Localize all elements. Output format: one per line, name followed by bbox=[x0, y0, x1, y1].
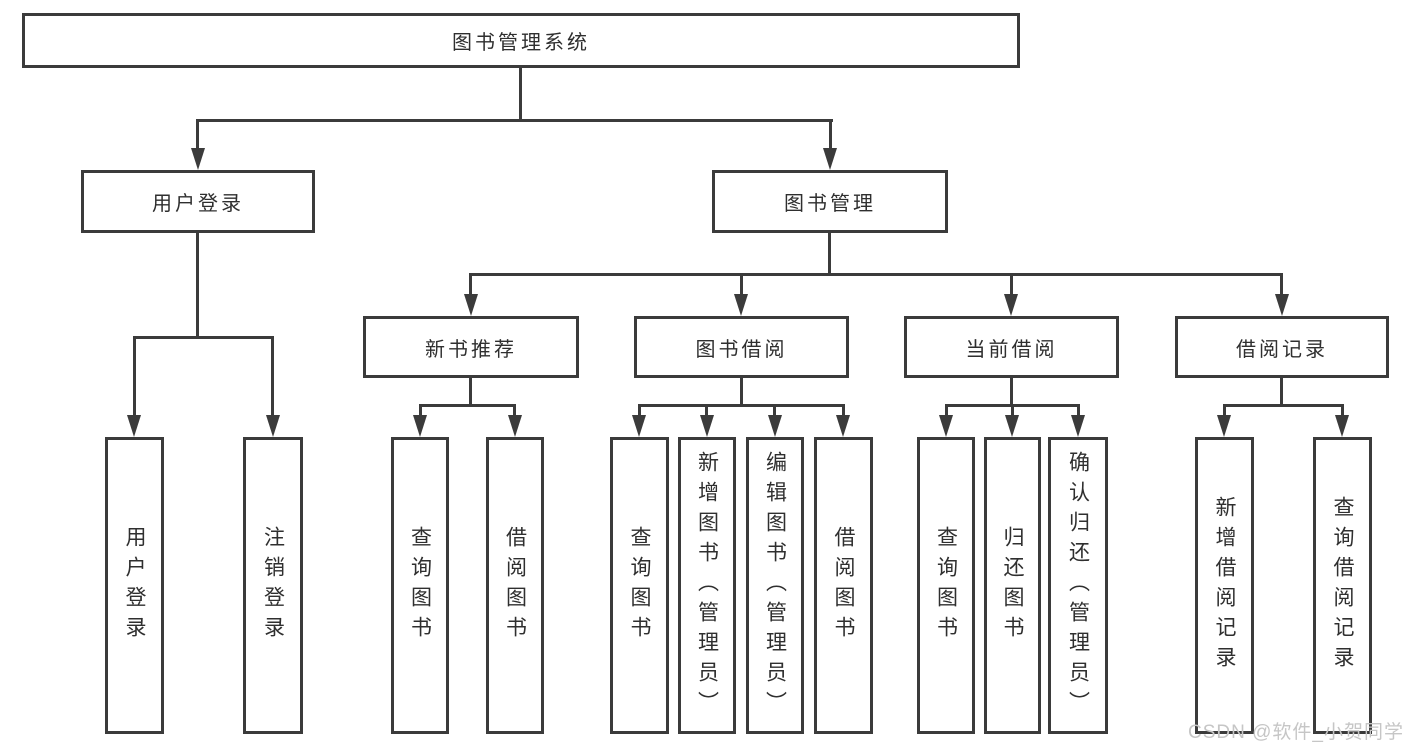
leaf-query-books-borrow: 查询图书 bbox=[610, 437, 669, 734]
arrow-to-user-login bbox=[191, 148, 205, 170]
connector-stem-book-borrow bbox=[740, 273, 743, 298]
leaf-return-books: 归还图书 bbox=[984, 437, 1041, 734]
arrow-to-leaf bbox=[939, 415, 953, 437]
arrow-to-leaf bbox=[1005, 415, 1019, 437]
connector-stem-borrow-records bbox=[1280, 273, 1283, 298]
connector-borrow-records-split bbox=[1223, 404, 1344, 407]
connector-stem bbox=[1011, 404, 1014, 418]
leaf-borrow-books: 借阅图书 bbox=[814, 437, 873, 734]
leaf-user-login: 用户登录 bbox=[105, 437, 164, 734]
leaf-confirm-return-admin: 确认归还（管理员） bbox=[1048, 437, 1108, 734]
leaf-label: 借阅图书 bbox=[832, 525, 855, 646]
node-library-management-system: 图书管理系统 bbox=[22, 13, 1020, 68]
connector-user-login-trunk bbox=[196, 232, 199, 338]
connector-stem bbox=[513, 404, 516, 418]
arrow-to-new-books bbox=[464, 294, 478, 316]
connector-stem bbox=[842, 404, 845, 418]
node-current-borrowing: 当前借阅 bbox=[904, 316, 1119, 378]
leaf-query-books-newbooks: 查询图书 bbox=[391, 437, 449, 734]
csdn-watermark: CSDN @软件_小贺同学 bbox=[1188, 722, 1404, 743]
leaf-borrow-books-newbooks: 借阅图书 bbox=[486, 437, 544, 734]
node-user-login: 用户登录 bbox=[81, 170, 315, 233]
arrow-to-leaf bbox=[508, 415, 522, 437]
node-label: 图书管理 bbox=[784, 193, 876, 215]
connector-stem bbox=[1341, 404, 1344, 418]
connector-stem-leaf-user-login bbox=[133, 336, 136, 417]
leaf-query-books-current: 查询图书 bbox=[917, 437, 975, 734]
leaf-label: 用户登录 bbox=[123, 525, 146, 646]
connector-stem bbox=[945, 404, 948, 418]
arrow-to-book-management bbox=[823, 148, 837, 170]
connector-stem-new-books bbox=[469, 273, 472, 298]
connector-book-management-split bbox=[469, 273, 1283, 276]
arrow-to-leaf bbox=[836, 415, 850, 437]
arrow-to-leaf bbox=[1335, 415, 1349, 437]
leaf-label: 注销登录 bbox=[261, 525, 285, 646]
connector-borrow-records-trunk bbox=[1280, 376, 1283, 406]
connector-stem-book-management bbox=[829, 119, 832, 150]
leaf-label: 确认归还（管理员） bbox=[1066, 450, 1090, 721]
arrow-to-current-borrow bbox=[1004, 294, 1018, 316]
connector-book-borrow-split bbox=[638, 404, 845, 407]
arrow-to-leaf bbox=[1071, 415, 1085, 437]
node-label: 图书管理系统 bbox=[452, 32, 590, 54]
node-label: 用户登录 bbox=[152, 193, 244, 215]
connector-book-management-trunk bbox=[828, 231, 831, 275]
arrow-to-leaf bbox=[768, 415, 782, 437]
arrow-to-leaf bbox=[1217, 415, 1231, 437]
leaf-logout: 注销登录 bbox=[243, 437, 303, 734]
connector-stem-user-login bbox=[196, 119, 199, 150]
connector-stem bbox=[705, 404, 708, 418]
arrow-to-leaf bbox=[413, 415, 427, 437]
leaf-label: 查询借阅记录 bbox=[1331, 495, 1354, 676]
arrow-to-borrow-records bbox=[1275, 294, 1289, 316]
node-new-book-recommendation: 新书推荐 bbox=[363, 316, 579, 378]
connector-stem bbox=[1223, 404, 1226, 418]
leaf-label: 查询图书 bbox=[628, 525, 651, 646]
leaf-edit-books-admin: 编辑图书（管理员） bbox=[746, 437, 804, 734]
arrow-to-book-borrow bbox=[734, 294, 748, 316]
leaf-label: 借阅图书 bbox=[503, 525, 527, 646]
leaf-label: 查询图书 bbox=[408, 525, 432, 646]
node-book-borrowing: 图书借阅 bbox=[634, 316, 849, 378]
leaf-add-borrow-record: 新增借阅记录 bbox=[1195, 437, 1254, 734]
leaf-add-books-admin: 新增图书（管理员） bbox=[678, 437, 736, 734]
leaf-label: 新增图书（管理员） bbox=[695, 450, 719, 721]
connector-root-trunk bbox=[519, 68, 522, 121]
leaf-label: 归还图书 bbox=[1001, 525, 1024, 646]
arrow-to-leaf-logout bbox=[266, 415, 280, 437]
connector-stem-leaf-logout bbox=[271, 336, 274, 417]
connector-current-borrow-trunk bbox=[1010, 376, 1013, 406]
node-borrowing-records: 借阅记录 bbox=[1175, 316, 1389, 378]
leaf-label: 查询图书 bbox=[934, 525, 958, 646]
leaf-label: 编辑图书（管理员） bbox=[763, 450, 787, 721]
connector-book-borrow-trunk bbox=[740, 376, 743, 406]
leaf-label: 新增借阅记录 bbox=[1213, 495, 1236, 676]
connector-stem bbox=[638, 404, 641, 418]
leaf-query-borrow-record: 查询借阅记录 bbox=[1313, 437, 1372, 734]
arrow-to-leaf bbox=[700, 415, 714, 437]
node-label: 借阅记录 bbox=[1236, 338, 1328, 361]
arrow-to-leaf-user-login bbox=[127, 415, 141, 437]
connector-user-login-split bbox=[133, 336, 274, 339]
connector-stem bbox=[419, 404, 422, 418]
connector-stem bbox=[1077, 404, 1080, 418]
node-label: 新书推荐 bbox=[425, 338, 517, 361]
connector-new-books-split bbox=[419, 404, 516, 407]
connector-root-split bbox=[197, 119, 833, 122]
arrow-to-leaf bbox=[632, 415, 646, 437]
connector-stem-current-borrow bbox=[1010, 273, 1013, 298]
node-book-management: 图书管理 bbox=[712, 170, 948, 233]
connector-stem bbox=[773, 404, 776, 418]
connector-new-books-trunk bbox=[469, 376, 472, 406]
node-label: 图书借阅 bbox=[695, 338, 788, 361]
node-label: 当前借阅 bbox=[965, 338, 1058, 361]
